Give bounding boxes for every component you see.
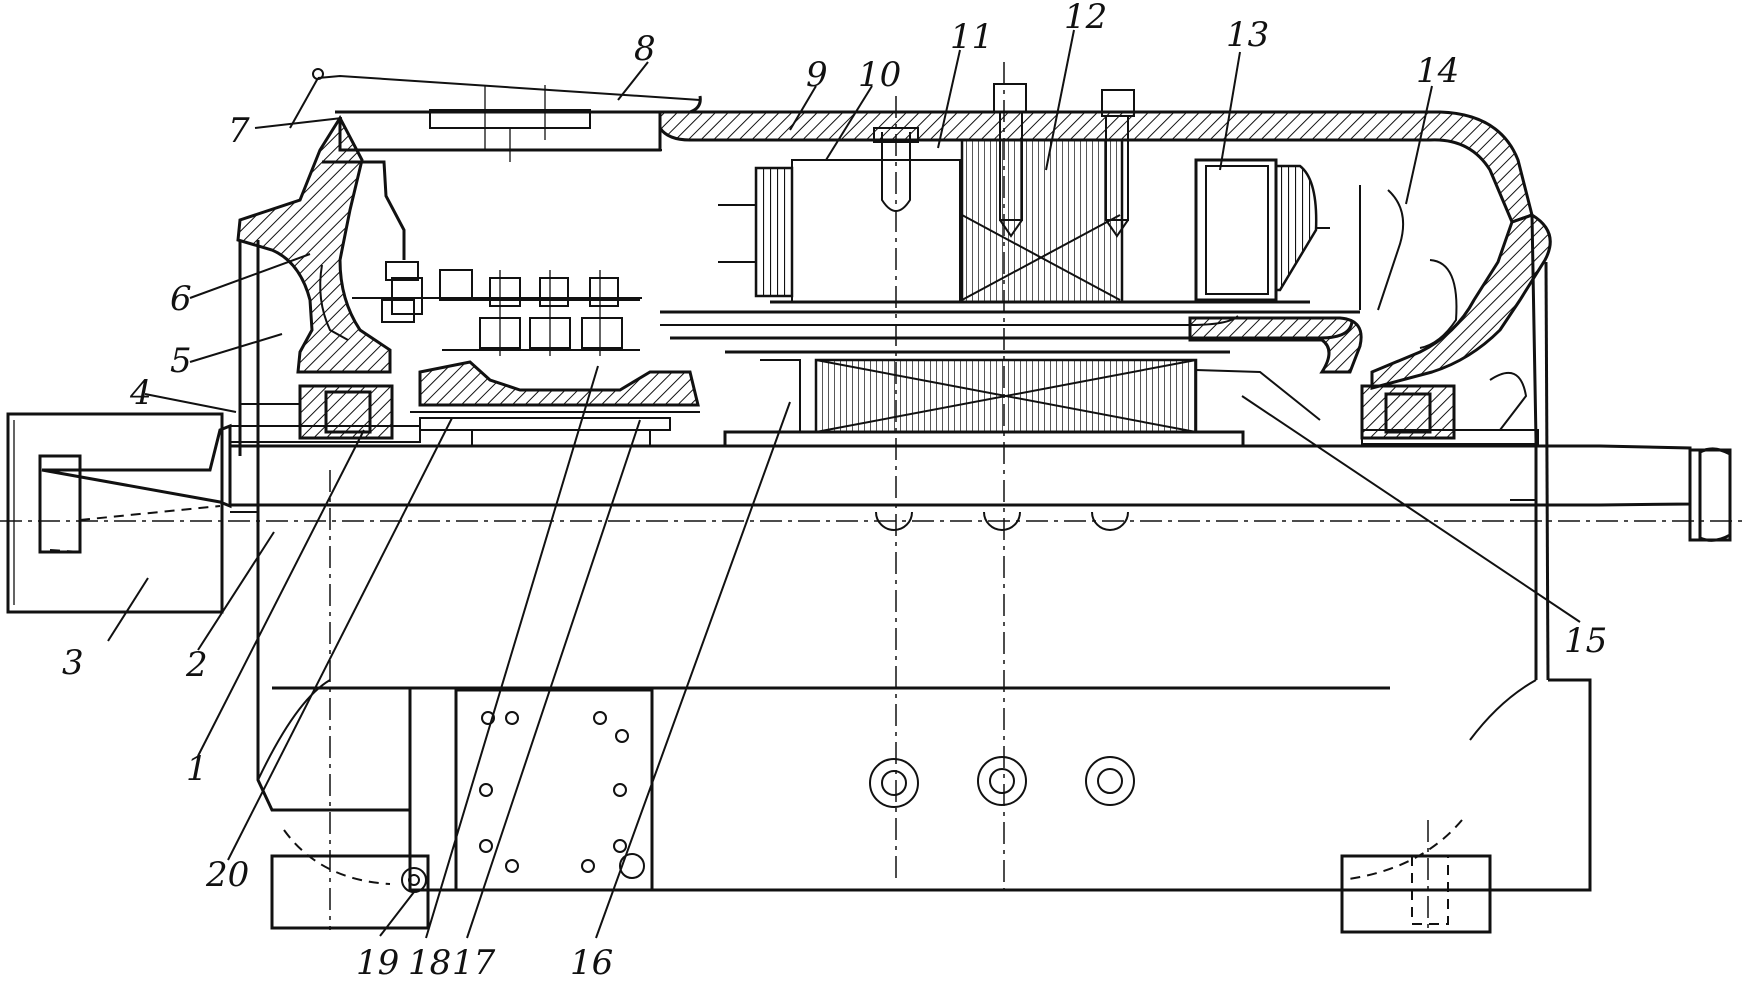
callout-6: 6	[170, 279, 192, 319]
commutator-brush-gear	[322, 160, 700, 447]
callout-11: 11	[950, 17, 993, 57]
callout-16: 16	[570, 943, 613, 983]
callout-18: 18	[408, 943, 451, 983]
right-bearing	[1360, 371, 1539, 445]
callout-17: 17	[452, 943, 496, 983]
callout-10: 10	[858, 55, 901, 95]
callout-15: 15	[1564, 621, 1607, 661]
callout-7: 7	[228, 111, 250, 151]
callout-3: 3	[62, 643, 84, 683]
field-system	[718, 83, 1404, 311]
callout-5: 5	[170, 341, 192, 381]
callout-8: 8	[634, 29, 656, 69]
callout-4: 4	[129, 373, 152, 413]
callout-13: 13	[1226, 15, 1269, 55]
brush-holder-group	[352, 269, 642, 356]
callout-9: 9	[806, 55, 828, 95]
callout-2: 2	[185, 645, 208, 685]
frame-housing	[236, 110, 1552, 681]
center-lines	[0, 62, 1742, 930]
leader-lines	[107, 29, 1581, 939]
armature	[660, 310, 1363, 448]
callout-20: 20	[205, 855, 249, 895]
plate-screws	[479, 711, 629, 873]
inspection-cover	[289, 68, 702, 162]
pole-bolt-right	[1101, 89, 1135, 238]
callout-labels: 1 2 3 4 5 6 7 8 9 10 11 12 13 14 15 16 1…	[62, 0, 1607, 983]
callout-1: 1	[186, 749, 208, 789]
callout-12: 12	[1064, 0, 1107, 37]
hole-row-upper	[875, 511, 1129, 531]
lower-frame	[230, 456, 1592, 934]
callout-19: 19	[356, 943, 399, 983]
callout-14: 14	[1416, 51, 1459, 91]
hole-row-lower	[869, 756, 1135, 808]
